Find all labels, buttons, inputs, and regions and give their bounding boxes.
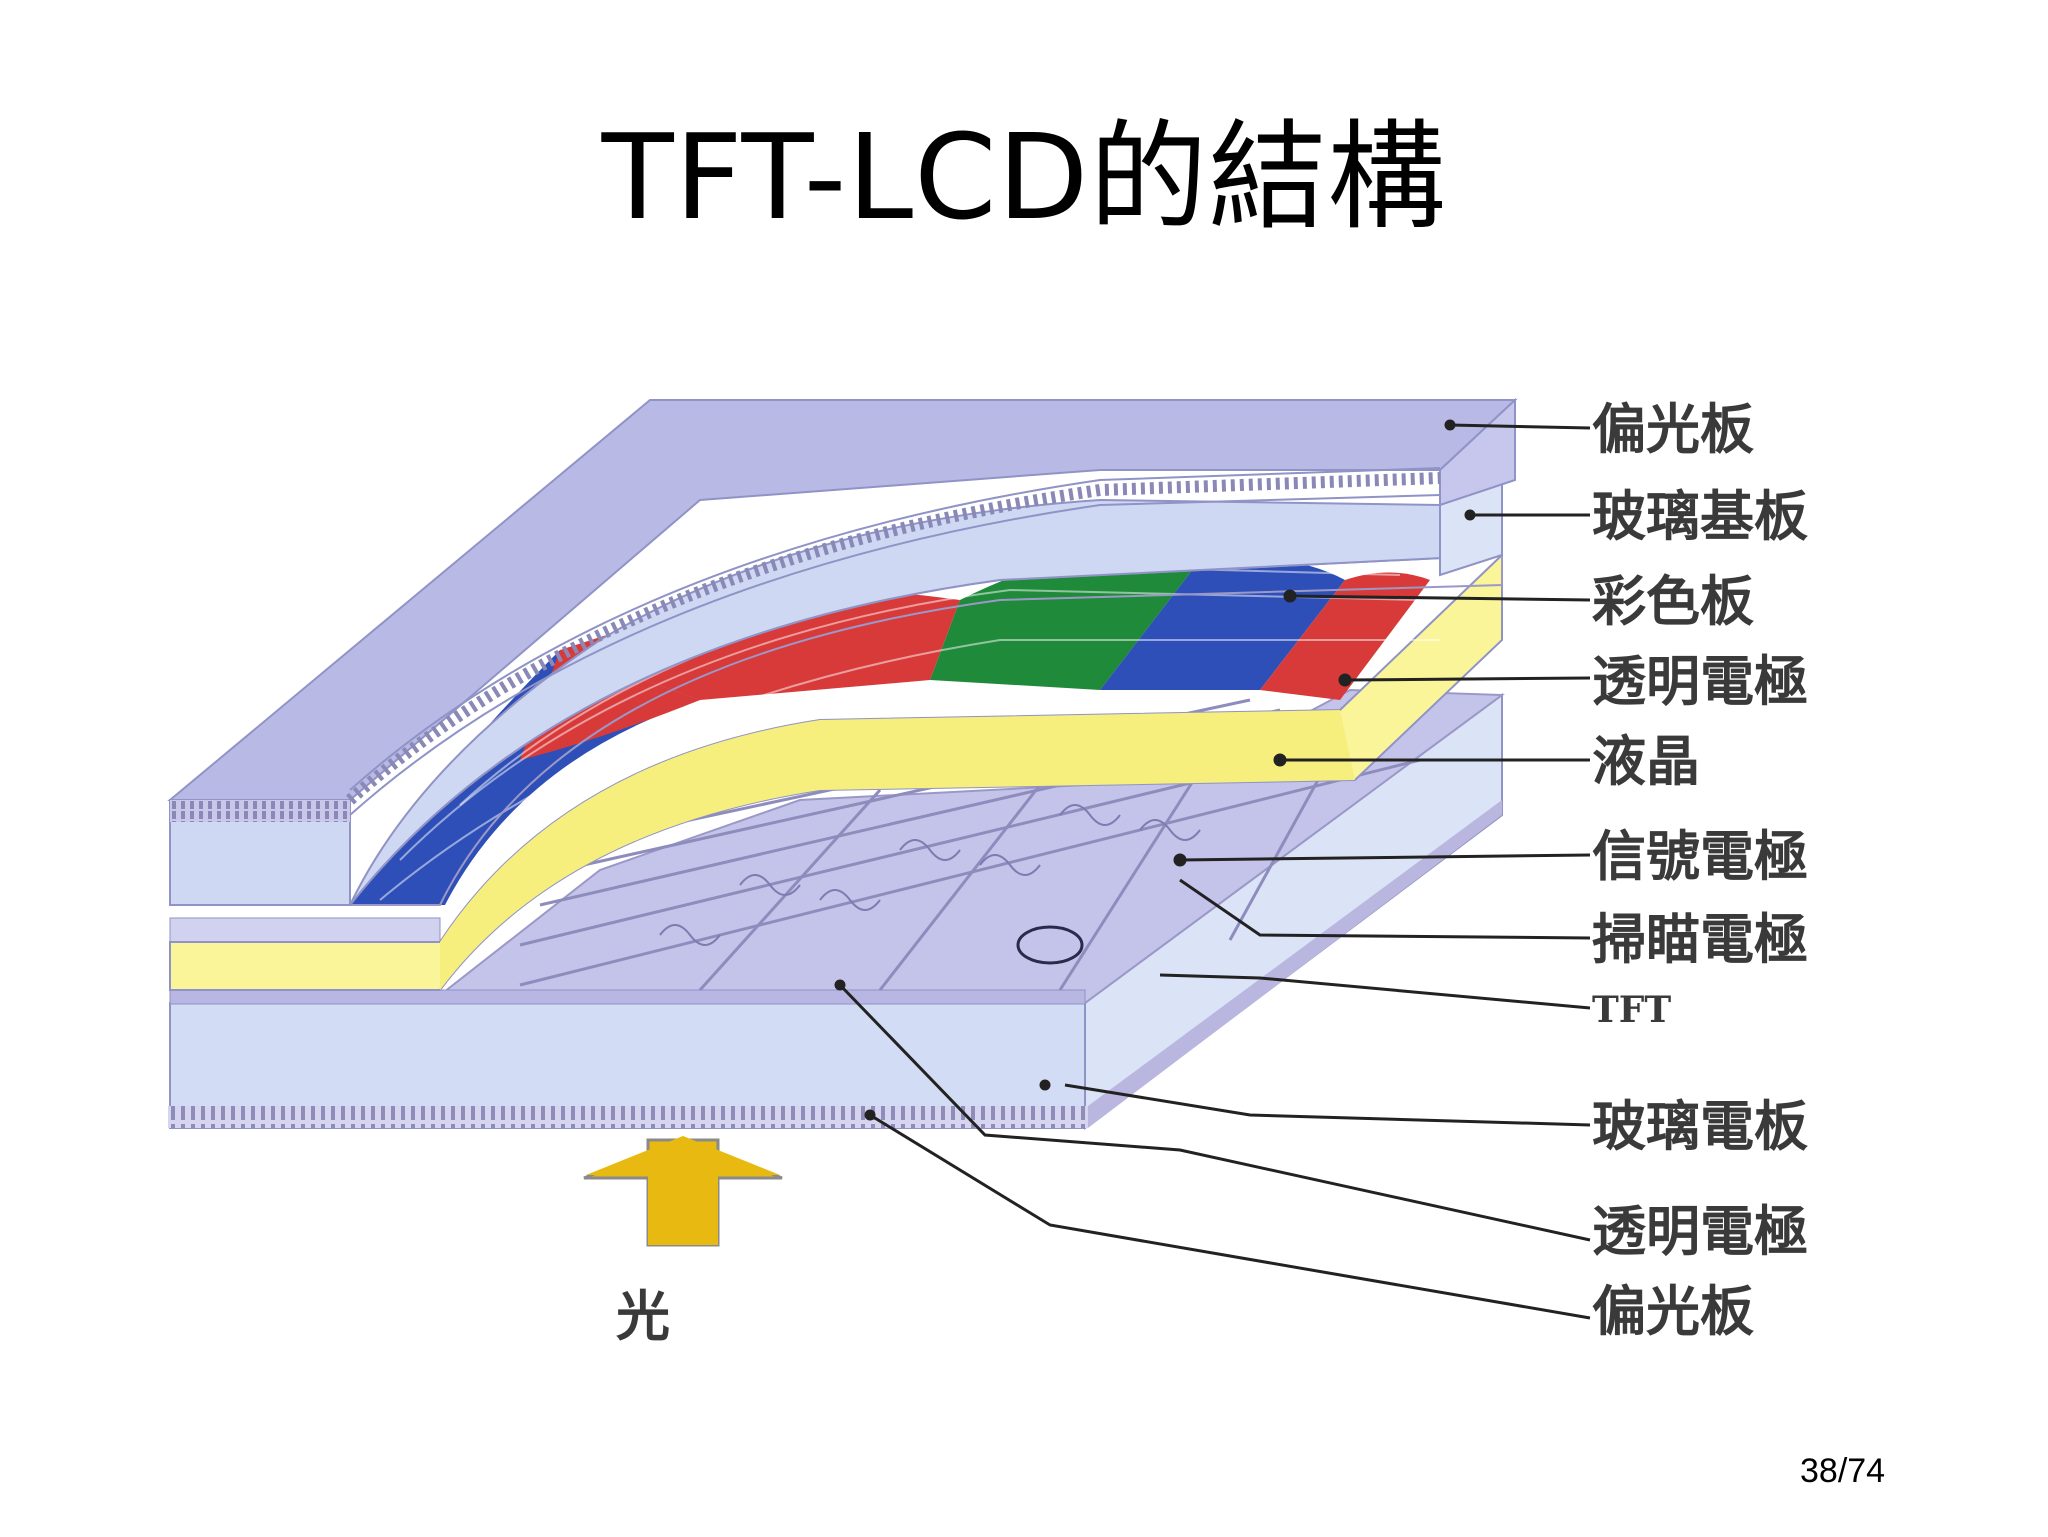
light-arrow — [583, 1136, 783, 1247]
slide-title: TFT-LCD的結構 — [601, 108, 1447, 246]
label-glass-substrate: 玻璃基板 — [1592, 484, 1808, 548]
bottom-glass-block — [168, 693, 1503, 1131]
label-top-polarizer: 偏光板 — [1592, 397, 1754, 461]
label-scan-electrode: 掃瞄電極 — [1592, 907, 1808, 971]
label-transparent-electrode-top: 透明電極 — [1592, 649, 1808, 713]
page-number: 38/74 — [1800, 1452, 1886, 1490]
label-color-filter: 彩色板 — [1592, 569, 1754, 633]
label-glass-electrode: 玻璃電板 — [1592, 1094, 1808, 1158]
label-bottom-polarizer: 偏光板 — [1592, 1279, 1754, 1343]
light-label: 光 — [616, 1284, 670, 1348]
liquid-crystal-layer — [169, 552, 1503, 991]
tft-highlight-ring — [1016, 925, 1084, 965]
leader-lines — [834, 419, 1591, 1320]
label-signal-electrode: 信號電極 — [1592, 824, 1808, 888]
label-tft: TFT — [1592, 989, 1671, 1031]
bottom-polarizer-strip — [168, 1106, 1088, 1128]
layer-labels: 偏光板 玻璃基板 彩色板 透明電極 液晶 信號電極 掃瞄電極 TFT 玻璃電板 … — [1592, 397, 1808, 1343]
label-transparent-electrode-bottom: 透明電極 — [1592, 1199, 1808, 1263]
label-liquid-crystal: 液晶 — [1592, 729, 1700, 793]
